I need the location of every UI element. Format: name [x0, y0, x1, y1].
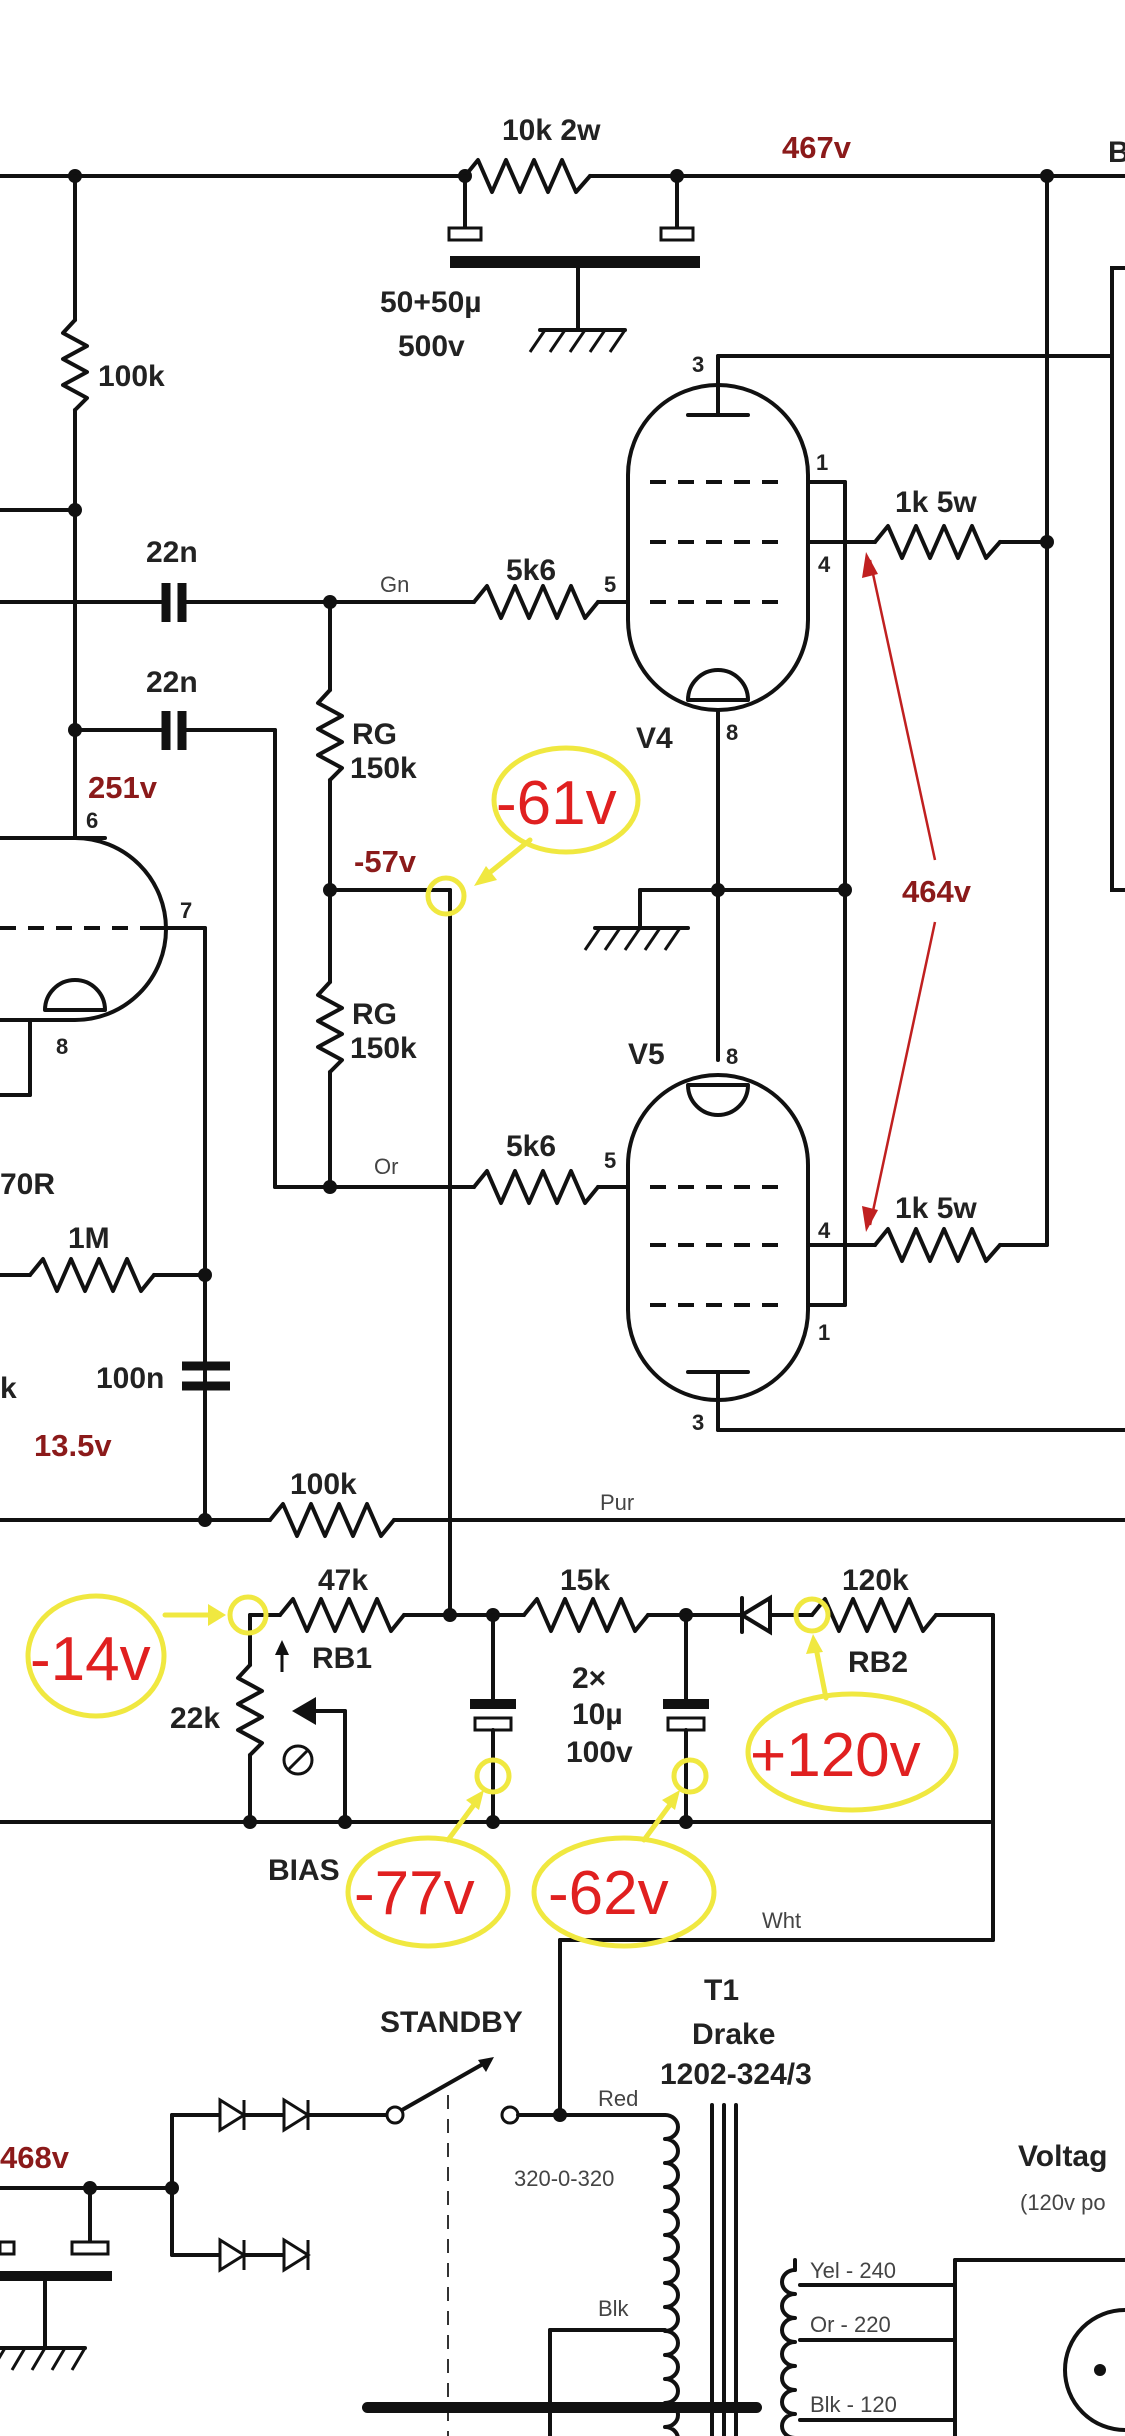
annotation-pos120 — [745, 1596, 959, 1813]
pin-4-v4: 4 — [818, 552, 831, 577]
home-indicator[interactable] — [362, 2402, 762, 2413]
label-or-top: Or — [374, 1154, 398, 1179]
label-v5: V5 — [628, 1038, 665, 1071]
r-1m-c-100n — [0, 1257, 1125, 1538]
pin-3-v4: 3 — [692, 352, 704, 377]
pin-8-left: 8 — [56, 1034, 68, 1059]
voltage-251v: 251v — [88, 770, 158, 805]
label-rg-b-value: 150k — [350, 1032, 417, 1065]
label-10k-2w: 10k 2w — [502, 114, 601, 147]
annotation-neg61 — [425, 745, 641, 917]
caps-22n — [0, 583, 630, 1205]
power-section — [0, 2057, 1125, 2436]
pin-8-v4: 8 — [726, 720, 738, 745]
voltage-468v: 468v — [0, 2140, 70, 2175]
label-5k6-a: 5k6 — [506, 554, 556, 587]
label-70r: 70R — [0, 1168, 55, 1201]
label-wht: Wht — [762, 1908, 801, 1933]
label-1m: 1M — [68, 1222, 110, 1255]
label-120k: 120k — [842, 1564, 909, 1597]
top-rail — [0, 158, 1125, 353]
label-rb1: RB1 — [312, 1642, 372, 1675]
label-120v-po: (120v po — [1020, 2190, 1106, 2215]
label-v4: V4 — [636, 722, 673, 755]
voltage-464v-arrow — [862, 552, 937, 1232]
annotation-neg77v: -77v — [354, 1859, 475, 1928]
label-rb2: RB2 — [848, 1646, 908, 1679]
pin-6: 6 — [86, 808, 98, 833]
label-blk-120: Blk - 120 — [810, 2392, 897, 2417]
label-drake-pn: 1202-324/3 — [660, 2058, 812, 2091]
tube-v4 — [626, 354, 1054, 1307]
center-ground — [583, 883, 852, 951]
annotation-neg62v: -62v — [548, 1859, 669, 1928]
label-yel-240: Yel - 240 — [810, 2258, 896, 2283]
label-or-220: Or - 220 — [810, 2312, 891, 2337]
bias-network — [0, 1594, 995, 2117]
tube-v5 — [626, 1073, 1049, 1432]
label-47k: 47k — [318, 1564, 368, 1597]
label-red: Red — [598, 2086, 638, 2111]
label-standby: STANDBY — [380, 2006, 523, 2039]
label-2x: 2× — [572, 1662, 606, 1695]
pin-5-b: 5 — [604, 1148, 616, 1173]
label-22n-a: 22n — [146, 536, 198, 569]
label-gn: Gn — [380, 572, 409, 597]
label-voltag: Voltag — [1018, 2140, 1107, 2173]
label-rg-a-value: 150k — [350, 752, 417, 785]
pin-1-v5: 1 — [818, 1320, 830, 1345]
annotation-neg62 — [531, 1757, 717, 1949]
pin-4-v5: 4 — [818, 1218, 831, 1243]
annotation-neg14v: -14v — [30, 1625, 151, 1694]
label-edge-b: B — [1108, 136, 1125, 169]
label-5k6-b: 5k6 — [506, 1130, 556, 1163]
label-bias: BIAS — [268, 1854, 340, 1887]
label-1k-5w-b: 1k 5w — [895, 1192, 977, 1225]
label-cap-50-50: 50+50µ — [380, 286, 482, 319]
label-pur: Pur — [600, 1490, 634, 1515]
voltage-neg57v: -57v — [354, 844, 417, 879]
annotation-neg14 — [25, 1593, 269, 1719]
label-15k: 15k — [560, 1564, 610, 1597]
voltage-467v: 467v — [782, 130, 852, 165]
annotation-neg61v: -61v — [496, 769, 617, 838]
label-320-0-320: 320-0-320 — [514, 2166, 614, 2191]
label-cap-500v: 500v — [398, 330, 465, 363]
pin-3-v5: 3 — [692, 1410, 704, 1435]
pin-5-a: 5 — [604, 572, 616, 597]
voltage-13-5v: 13.5v — [34, 1428, 112, 1463]
annotation-neg77 — [345, 1757, 512, 1949]
right-edge-box — [1110, 266, 1125, 892]
label-blk: Blk — [598, 2296, 630, 2321]
pin-1-v4: 1 — [816, 450, 828, 475]
label-rg-a: RG — [352, 718, 397, 751]
label-k-edge: k — [0, 1372, 17, 1405]
pin-7: 7 — [180, 898, 192, 923]
label-drake: Drake — [692, 2018, 775, 2051]
label-1k-5w-a: 1k 5w — [895, 486, 977, 519]
left-100k — [0, 174, 89, 840]
label-t1: T1 — [704, 1974, 739, 2007]
annotation-pos120v: +120v — [750, 1721, 921, 1790]
label-100k-mid: 100k — [290, 1468, 357, 1501]
label-rg-b: RG — [352, 998, 397, 1031]
label-100n: 100n — [96, 1362, 164, 1395]
pin-8-v5: 8 — [726, 1044, 738, 1069]
label-22k: 22k — [170, 1702, 220, 1735]
voltage-464v: 464v — [902, 874, 972, 909]
label-100k-top: 100k — [98, 360, 165, 393]
label-10u: 10µ — [572, 1698, 623, 1731]
label-100v: 100v — [566, 1736, 633, 1769]
label-22n-b: 22n — [146, 666, 198, 699]
